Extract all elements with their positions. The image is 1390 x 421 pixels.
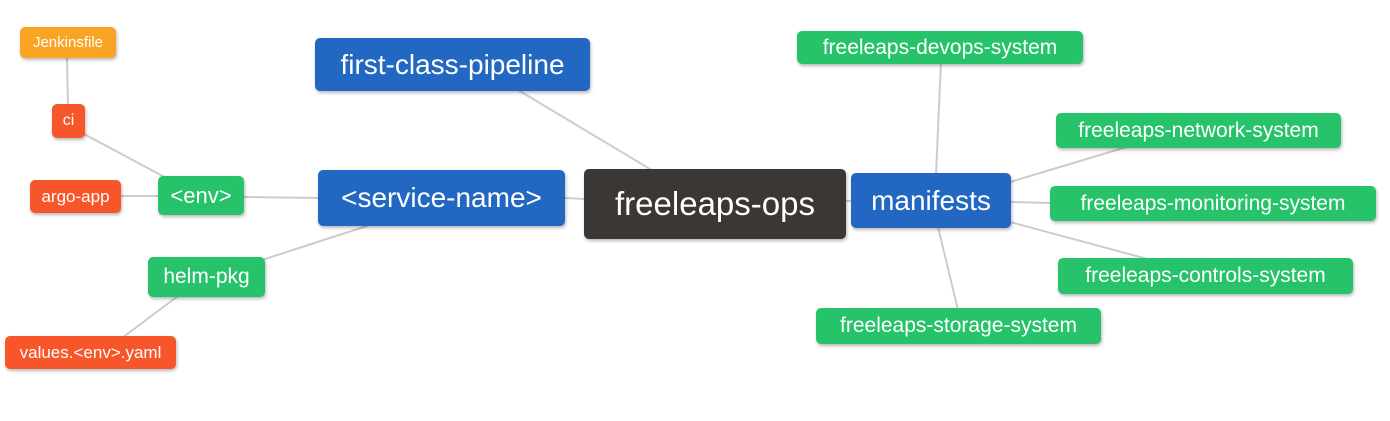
edge-jenkinsfile-ci xyxy=(66,57,69,107)
edge-manifests-network xyxy=(1009,145,1131,183)
node-values-env-yaml[interactable]: values.<env>.yaml xyxy=(5,336,176,369)
edge-manifests-controls xyxy=(1009,221,1156,262)
node-env[interactable]: <env> xyxy=(158,176,244,215)
edge-service-name-helm-pkg xyxy=(261,224,371,261)
node-freeleaps-network-system[interactable]: freeleaps-network-system xyxy=(1056,113,1341,148)
edge-manifests-storage xyxy=(937,226,959,311)
node-helm-pkg[interactable]: helm-pkg xyxy=(148,257,265,297)
node-argo-app[interactable]: argo-app xyxy=(30,180,121,213)
node-service-name[interactable]: <service-name> xyxy=(318,170,565,226)
edge-manifests-monitoring xyxy=(1009,201,1053,204)
edge-pipeline-root xyxy=(517,89,656,173)
edge-ci-env xyxy=(83,133,171,181)
node-ci[interactable]: ci xyxy=(52,104,85,138)
node-manifests[interactable]: manifests xyxy=(851,173,1011,228)
edge-manifests-devops xyxy=(935,61,942,175)
edge-helm-pkg-values-yaml xyxy=(121,295,179,339)
node-freeleaps-monitoring-system[interactable]: freeleaps-monitoring-system xyxy=(1050,186,1376,221)
edge-service-name-root xyxy=(564,197,587,200)
edge-env-service-name xyxy=(243,196,321,199)
node-first-class-pipeline[interactable]: first-class-pipeline xyxy=(315,38,590,91)
node-freeleaps-storage-system[interactable]: freeleaps-storage-system xyxy=(816,308,1101,344)
node-jenkinsfile[interactable]: Jenkinsfile xyxy=(20,27,116,58)
node-freeleaps-controls-system[interactable]: freeleaps-controls-system xyxy=(1058,258,1353,294)
node-freeleaps-ops-root[interactable]: freeleaps-ops xyxy=(584,169,846,239)
node-freeleaps-devops-system[interactable]: freeleaps-devops-system xyxy=(797,31,1083,64)
